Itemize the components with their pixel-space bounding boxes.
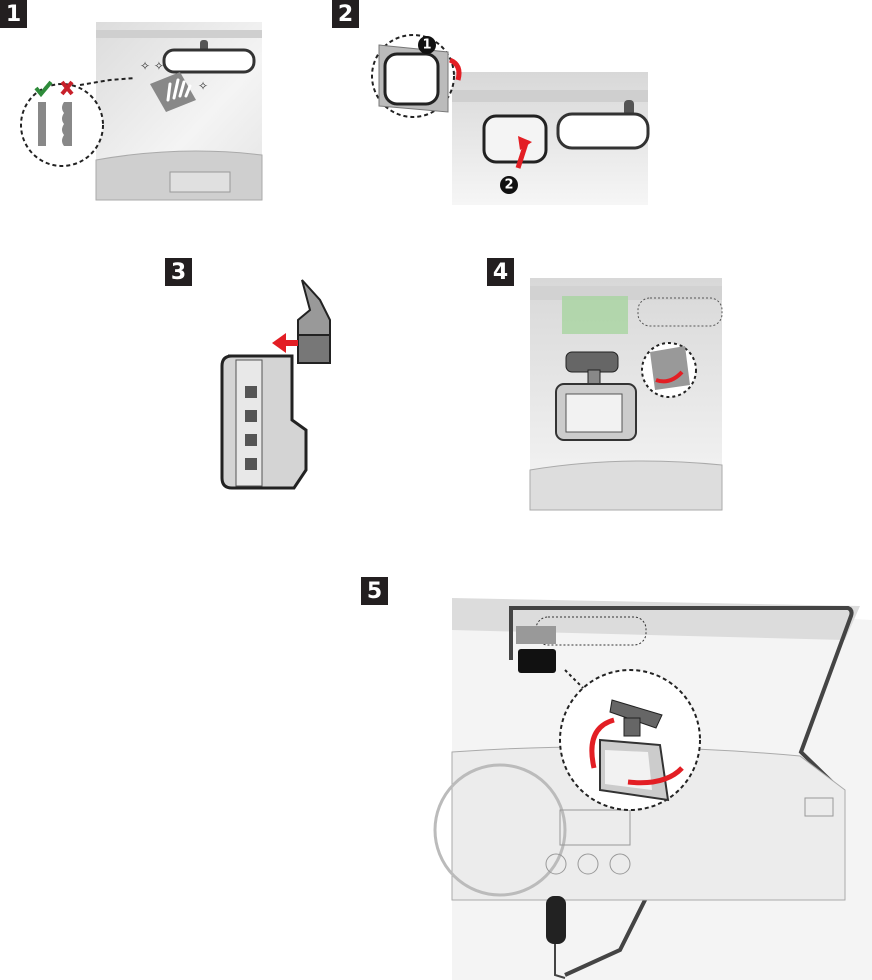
check-icon [34, 80, 53, 98]
push-arrow-icon [518, 136, 532, 150]
car-charger-plug [546, 896, 566, 944]
smooth-surface [38, 102, 46, 146]
step-3-illustration [220, 279, 331, 490]
swivel-arrow-icon [627, 766, 684, 786]
step-2-illustration: 1 2 [371, 34, 650, 205]
dashcam-side-view [220, 354, 308, 490]
rotate-arrow-icon [589, 717, 615, 769]
adhesive-area [562, 296, 628, 334]
rearview-mirror [162, 48, 256, 74]
step-2-badge: 2 [332, 0, 359, 28]
detail-callout [20, 83, 104, 167]
step-4-illustration [529, 278, 723, 511]
rearview-mirror [556, 112, 650, 150]
sub-step-1-label: 1 [422, 38, 431, 53]
peel-arrow-icon [448, 57, 462, 81]
adhesive-pad [482, 114, 548, 164]
slide-arrow-icon [272, 333, 286, 353]
cloth-hand-icon [150, 72, 196, 112]
rough-surface [62, 102, 72, 146]
cross-icon [60, 80, 74, 96]
step-5-illustration [433, 598, 872, 980]
step-1-badge: 1 [0, 0, 27, 28]
peel-arrow-icon [655, 370, 684, 384]
sparkle-icon: ✧ [198, 79, 208, 93]
sparkle-icon: ✧ ✧ [140, 59, 164, 73]
step-4-badge: 4 [487, 258, 514, 286]
step-3-badge: 3 [165, 258, 192, 286]
dashcam-mounted [518, 649, 556, 673]
sub-step-2-label: 2 [504, 178, 513, 193]
step-1-illustration: ✧ ✧ ✧ [20, 22, 263, 201]
step-5-badge: 5 [361, 577, 388, 605]
